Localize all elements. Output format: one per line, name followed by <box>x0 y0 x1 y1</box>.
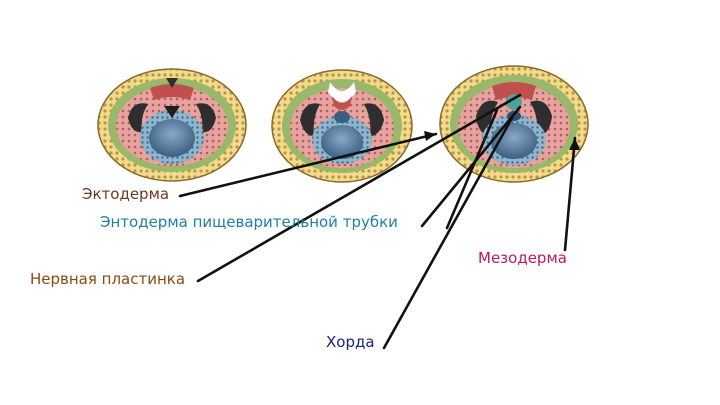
embryo-stage-3 <box>439 65 589 183</box>
arrowhead-ectoderm <box>424 131 436 141</box>
pointer-arrowheads <box>424 131 580 150</box>
label-chorda: Хорда <box>326 333 375 351</box>
pointer-neural-plate <box>196 93 522 283</box>
embryo-stage-1 <box>97 68 247 182</box>
label-ectoderm: Эктодерма <box>82 185 170 203</box>
embryo-stage-2 <box>271 69 413 183</box>
label-endoderm: Энтодерма пищеварительной трубки <box>100 213 398 231</box>
pointer-ectoderm <box>178 132 438 198</box>
arrowhead-mesoderm <box>569 138 580 150</box>
pointer-chorda-2 <box>445 108 499 230</box>
pointer-chorda <box>382 116 514 350</box>
label-mesoderm: Мезодерма <box>478 249 567 267</box>
pointer-endoderm <box>420 105 522 228</box>
pointer-mesoderm <box>563 136 577 252</box>
pointer-lines <box>178 93 577 350</box>
label-neural-plate: Нервная пластинка <box>30 270 186 288</box>
